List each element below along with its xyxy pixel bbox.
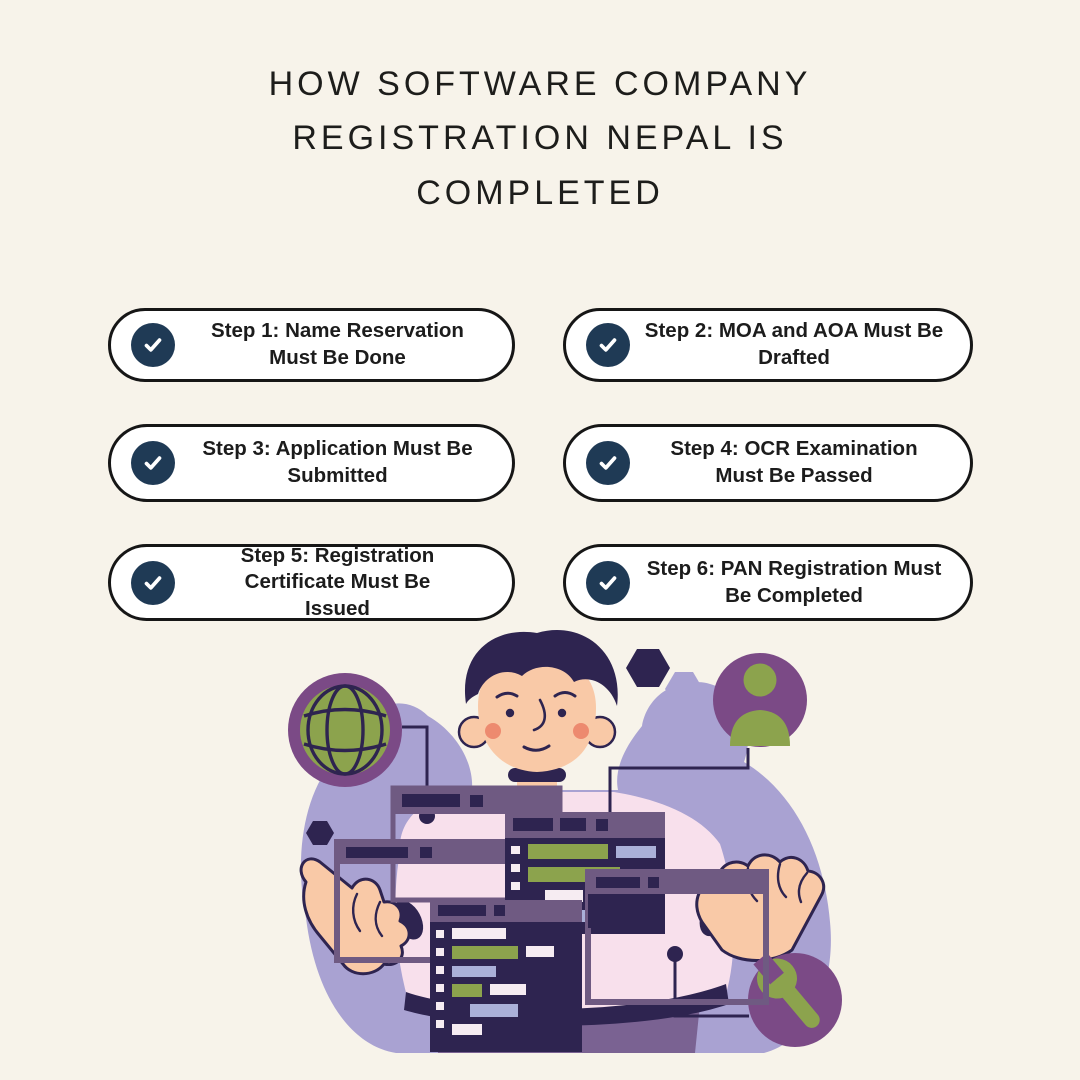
step-pill-6: Step 6: PAN Registration Must Be Complet… xyxy=(563,544,973,621)
cheek-right xyxy=(573,723,589,739)
eye-left xyxy=(505,708,515,718)
check-icon xyxy=(586,560,630,605)
mouth xyxy=(522,744,551,752)
step-label: Step 5: Registration Certificate Must Be… xyxy=(240,543,435,620)
title-line-3: COMPLETED xyxy=(416,173,664,212)
eye-right xyxy=(557,708,567,718)
collar xyxy=(508,768,566,782)
globe-icon xyxy=(288,673,402,787)
hair xyxy=(464,629,618,706)
hand-left xyxy=(299,857,411,976)
hexagon-lavender-top xyxy=(665,672,703,706)
cheek-left xyxy=(485,723,501,739)
eyebrow-right xyxy=(553,691,577,698)
developer-illustration xyxy=(288,629,842,1053)
hexagon-lavender-left xyxy=(312,795,336,817)
user-icon xyxy=(713,653,807,747)
step-pill-2: Step 2: MOA and AOA Must Be Drafted xyxy=(563,308,973,382)
step-pill-3: Step 3: Application Must Be Submitted xyxy=(108,424,515,502)
check-icon xyxy=(586,323,630,367)
step-label: Step 2: MOA and AOA Must Be Drafted xyxy=(644,319,944,369)
check-icon xyxy=(131,560,175,605)
steps-grid: Step 1: Name Reservation Must Be Done St… xyxy=(108,308,976,621)
code-window-dark-d xyxy=(430,900,582,1052)
check-icon xyxy=(586,441,630,485)
check-icon xyxy=(131,441,175,485)
head xyxy=(457,629,618,772)
connector-lines xyxy=(402,725,750,1018)
step-pill-5: Step 5: Registration Certificate Must Be… xyxy=(108,544,515,621)
connector-dot xyxy=(667,946,683,962)
step-label: Step 3: Application Must Be Submitted xyxy=(202,437,473,487)
step-label: Step 6: PAN Registration Must Be Complet… xyxy=(646,556,942,607)
eyebrow-left xyxy=(495,691,519,699)
title-line-2: REGISTRATION NEPAL IS xyxy=(292,119,788,158)
hexagon-dark-left xyxy=(306,821,334,845)
nose xyxy=(532,698,547,732)
code-window-outline-e xyxy=(585,869,769,1005)
page-title: HOW SOFTWARE COMPANY REGISTRATION NEPAL … xyxy=(0,57,1080,220)
check-icon xyxy=(131,323,175,367)
step-pill-4: Step 4: OCR Examination Must Be Passed xyxy=(563,424,973,502)
step-pill-1: Step 1: Name Reservation Must Be Done xyxy=(108,308,515,382)
title-line-1: HOW SOFTWARE COMPANY xyxy=(268,65,812,103)
step-label: Step 1: Name Reservation Must Be Done xyxy=(211,319,464,369)
hexagon-dark-top xyxy=(626,649,670,687)
step-label: Step 4: OCR Examination Must Be Passed xyxy=(670,437,918,487)
